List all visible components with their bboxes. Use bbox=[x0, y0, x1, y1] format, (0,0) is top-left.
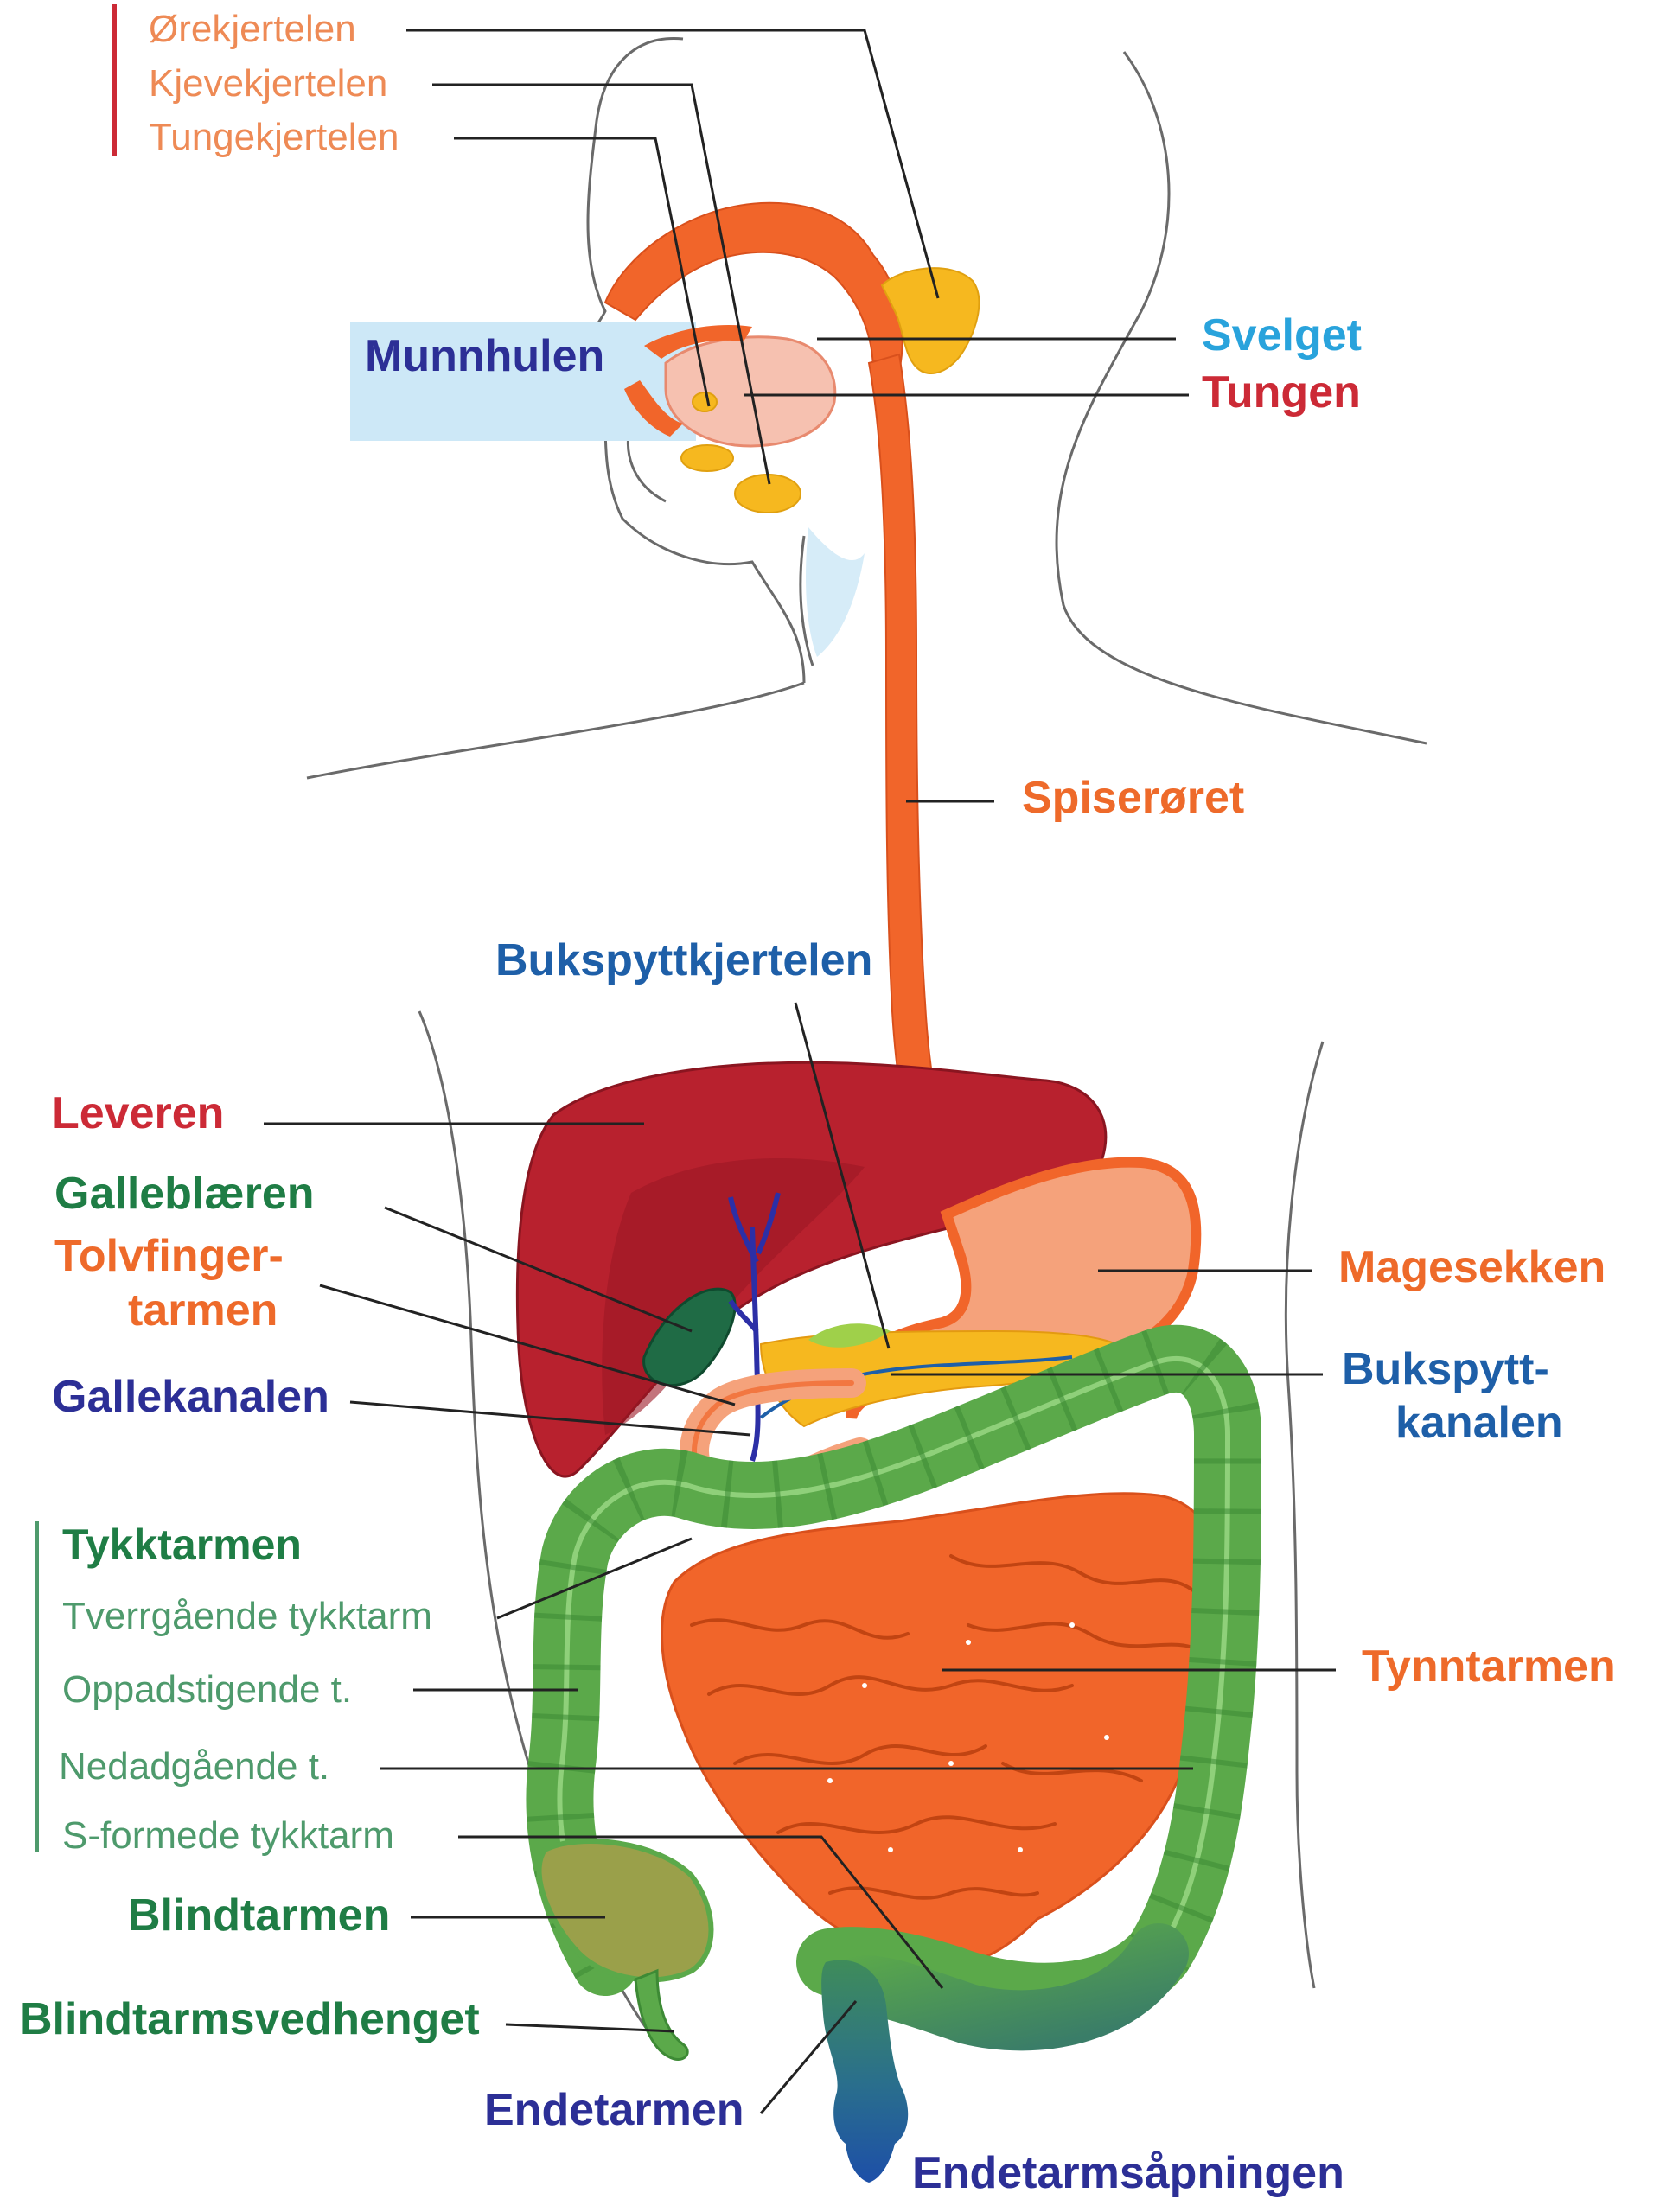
label-munnhulen: Munnhulen bbox=[365, 331, 605, 381]
colon-group-bracket bbox=[35, 1521, 39, 1852]
left-shoulder bbox=[306, 681, 805, 780]
label-tynntarmen: Tynntarmen bbox=[1362, 1641, 1616, 1692]
label-magesekken: Magesekken bbox=[1338, 1242, 1606, 1292]
salivary-group-bracket bbox=[112, 4, 117, 156]
appendix bbox=[634, 1968, 689, 2061]
label-galleblaeren: Galleblæren bbox=[54, 1169, 315, 1219]
small-intestine bbox=[661, 1492, 1223, 1967]
sublingual-gland bbox=[680, 444, 734, 472]
label-spiseroret: Spiserøret bbox=[1022, 773, 1245, 823]
bile-duct bbox=[728, 1192, 781, 1462]
label-nedadgaende: Nedadgående t. bbox=[59, 1745, 330, 1788]
label-tungen: Tungen bbox=[1202, 367, 1361, 418]
mesentery-dots bbox=[827, 1622, 1109, 1852]
lower-lip bbox=[624, 380, 683, 437]
label-endetarmsapningen: Endetarmsåpningen bbox=[912, 2148, 1344, 2198]
leader-bukspyttkjertelen bbox=[794, 1002, 891, 1349]
leader-gallekanalen bbox=[349, 1400, 751, 1437]
label-tolvfinger-2: tarmen bbox=[128, 1285, 278, 1335]
back-of-head bbox=[1055, 51, 1427, 745]
parotid-gland bbox=[880, 267, 980, 375]
cecum bbox=[536, 1839, 714, 1983]
bile-duct-main bbox=[750, 1227, 761, 1462]
label-endetarmen: Endetarmen bbox=[484, 2085, 744, 2135]
label-tykktarmen: Tykktarmen bbox=[62, 1520, 302, 1569]
label-leveren: Leveren bbox=[52, 1088, 225, 1138]
salivary-glands bbox=[680, 267, 980, 513]
label-tverrgaende: Tverrgående tykktarm bbox=[62, 1595, 432, 1637]
pancreas-tip bbox=[808, 1323, 891, 1348]
leader-galleblaeren bbox=[384, 1206, 693, 1333]
label-tolvfinger-1: Tolvfinger- bbox=[54, 1231, 284, 1281]
label-orekjertelen: Ørekjertelen bbox=[149, 8, 356, 50]
label-oppadstigende: Oppadstigende t. bbox=[62, 1668, 353, 1711]
leader-tolvfinger bbox=[319, 1284, 736, 1406]
colon-taenia bbox=[557, 1355, 1231, 1964]
leader-tverrgaende bbox=[496, 1537, 693, 1620]
small-intestine-folds bbox=[690, 1554, 1204, 1900]
trachea bbox=[806, 527, 865, 657]
label-blindtarmsvedhenget: Blindtarmsvedhenget bbox=[20, 1994, 480, 2044]
label-kjevekjertelen: Kjevekjertelen bbox=[149, 62, 388, 105]
leader-endetarmen bbox=[759, 2000, 858, 2114]
label-tungekjertelen: Tungekjertelen bbox=[149, 116, 399, 158]
label-bukspyttkjertelen: Bukspyttkjertelen bbox=[495, 935, 873, 985]
leader-kjevekjertelen bbox=[432, 83, 771, 485]
label-blindtarmen: Blindtarmen bbox=[128, 1890, 391, 1941]
label-gallekanalen: Gallekanalen bbox=[52, 1372, 329, 1422]
cystic-duct bbox=[728, 1299, 759, 1333]
leader-lines bbox=[264, 29, 1336, 2114]
bile-duct-right-branch bbox=[756, 1192, 781, 1255]
leader-s-formede bbox=[458, 1835, 944, 1989]
right-torso bbox=[1284, 1041, 1325, 1989]
sigmoid-colon bbox=[826, 1923, 1189, 2051]
leader-tungekjertelen bbox=[454, 137, 711, 407]
label-svelget: Svelget bbox=[1202, 310, 1362, 360]
leader-blindtarmsvedhenget bbox=[505, 2023, 675, 2033]
label-s-formede: S-formede tykktarm bbox=[62, 1814, 394, 1857]
leader-orekjertelen bbox=[406, 29, 940, 299]
neck-front bbox=[799, 535, 814, 666]
palate-lips bbox=[644, 325, 752, 359]
label-bukspyttkanalen-2: kanalen bbox=[1395, 1398, 1563, 1448]
small-gland bbox=[692, 392, 718, 412]
bile-duct-left-branch bbox=[728, 1196, 759, 1264]
label-bukspyttkanalen-1: Bukspytt- bbox=[1342, 1344, 1549, 1394]
body-outline bbox=[306, 36, 1427, 2032]
